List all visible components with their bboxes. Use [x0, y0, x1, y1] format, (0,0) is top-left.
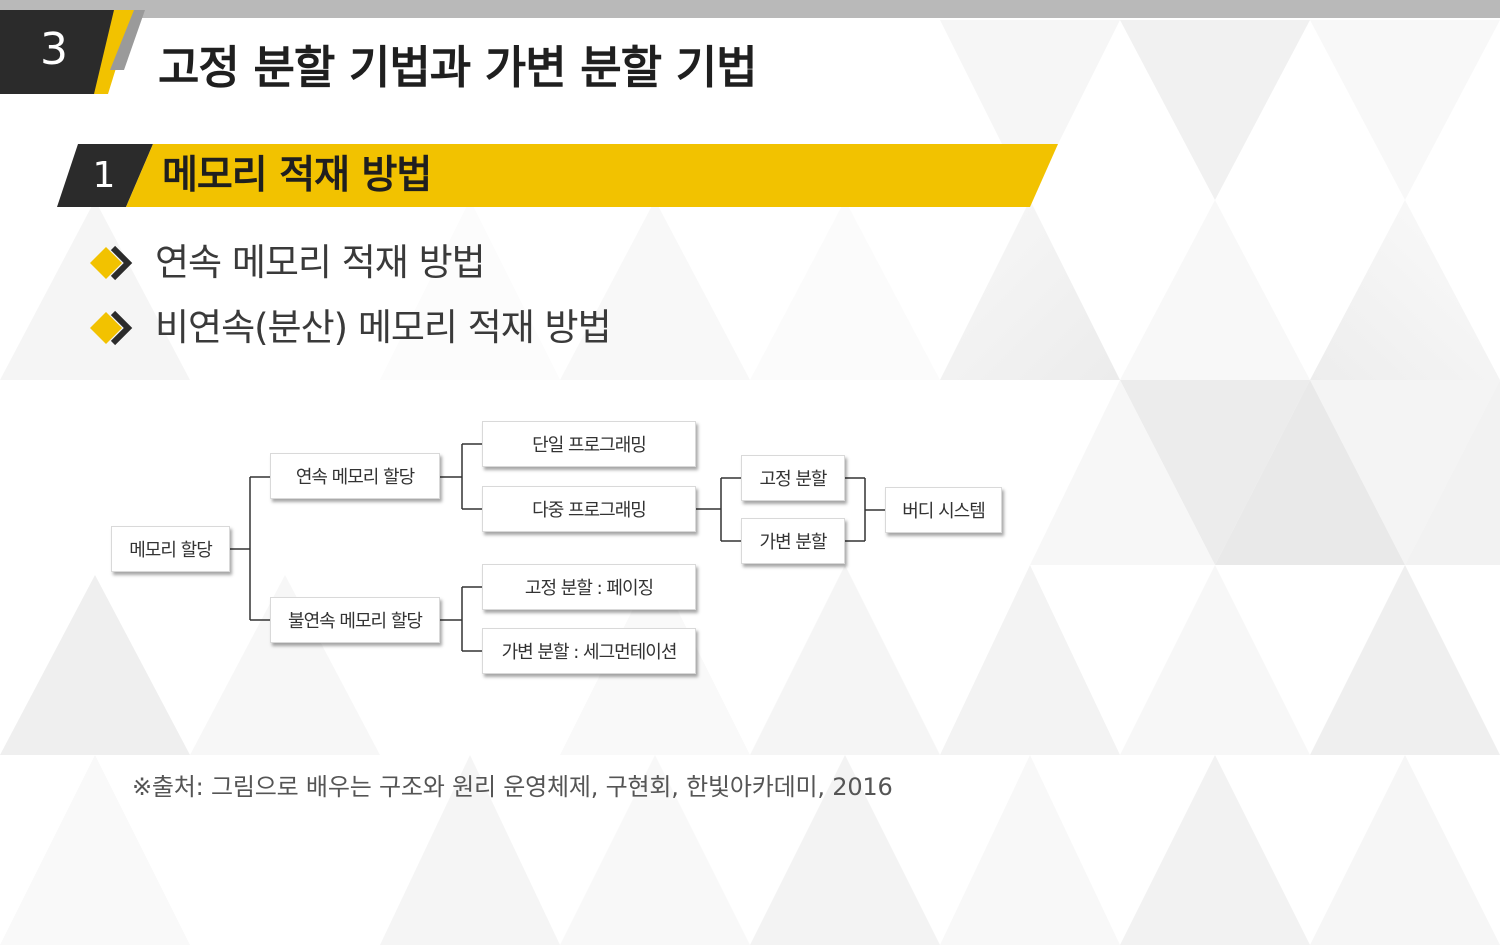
section-badge-shape — [0, 10, 145, 94]
section-number: 3 — [40, 24, 68, 75]
paging-node: 고정 분할 : 페이징 — [482, 564, 696, 610]
chevron-diamond-icon — [90, 310, 133, 346]
bullet-item-noncontiguous: 비연속(분산) 메모리 적재 방법 — [88, 299, 848, 357]
bullet-text: 연속 메모리 적재 방법 — [155, 241, 486, 284]
chevron-diamond-icon — [90, 245, 133, 281]
multi-programming-node: 다중 프로그래밍 — [482, 486, 696, 532]
fixed-partition-node: 고정 분할 — [741, 455, 845, 501]
bullet-text: 비연속(분산) 메모리 적재 방법 — [155, 306, 612, 349]
source-citation: ※출처: 그림으로 배우는 구조와 원리 운영체제, 구현회, 한빛아카데미, … — [132, 773, 893, 801]
single-programming-node: 단일 프로그래밍 — [482, 421, 696, 467]
buddy-system-node: 버디 시스템 — [885, 487, 1002, 533]
contiguous-allocation-node: 연속 메모리 할당 — [270, 453, 440, 499]
memory-allocation-node: 메모리 할당 — [111, 526, 230, 572]
page-title: 고정 분할 기법과 가변 분할 기법 — [158, 41, 758, 94]
noncontiguous-allocation-node: 불연속 메모리 할당 — [270, 597, 440, 643]
top-header-strip — [0, 0, 1500, 18]
subheading-title: 메모리 적재 방법 — [162, 153, 432, 198]
subheading-number: 1 — [92, 155, 116, 196]
bullet-item-contiguous: 연속 메모리 적재 방법 — [88, 234, 848, 292]
variable-partition-node: 가변 분할 — [741, 518, 845, 564]
segmentation-node: 가변 분할 : 세그먼테이션 — [482, 628, 696, 674]
